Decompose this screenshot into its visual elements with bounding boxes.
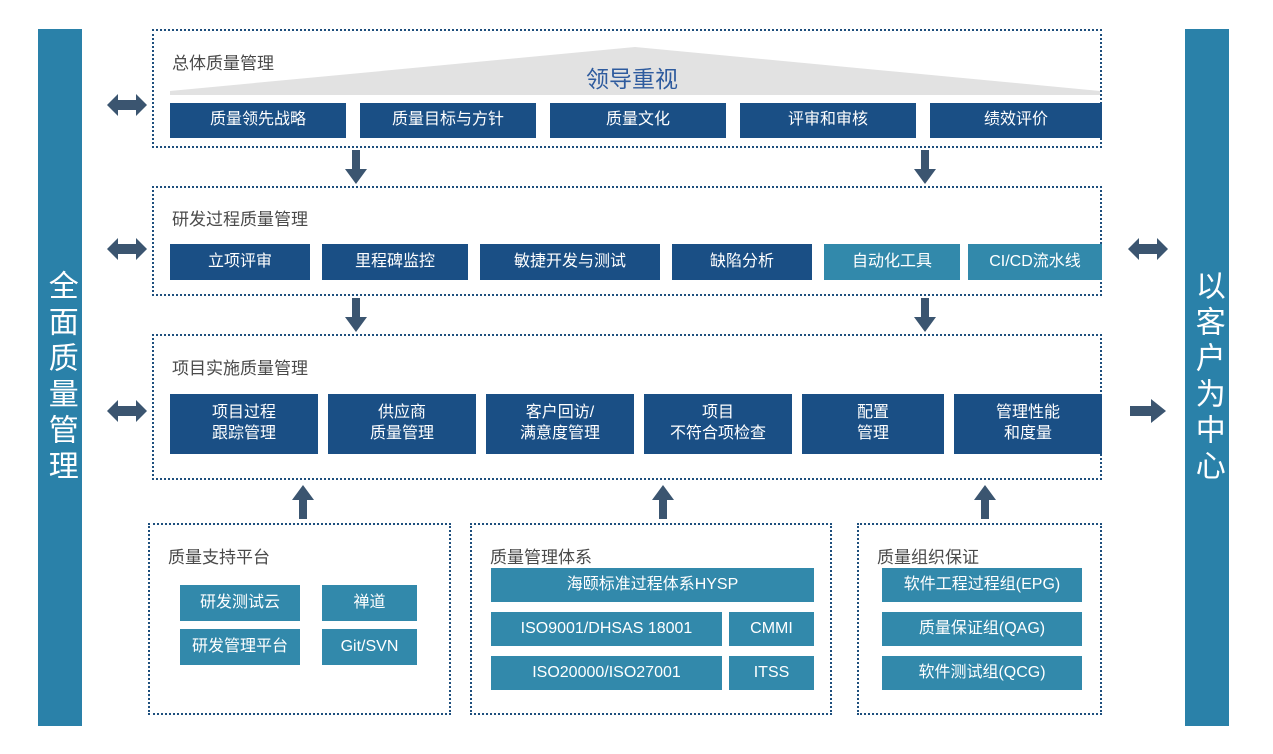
- section-title-overall: 总体质量管理: [172, 54, 274, 73]
- arrow-up-support-to-project: [292, 485, 314, 519]
- chip-org-1[interactable]: 质量保证组(QAG): [882, 612, 1082, 646]
- bottom-title-support: 质量支持平台: [168, 548, 270, 567]
- arrow-right-double-rnd: [1128, 236, 1168, 262]
- chip-system-0[interactable]: 海颐标准过程体系HYSP: [491, 568, 814, 602]
- chip-project-0[interactable]: 项目过程 跟踪管理: [170, 394, 318, 454]
- arrow-right-single-project: [1130, 398, 1166, 424]
- arrow-down-overall-to-rnd-2: [914, 150, 936, 184]
- left-banner-label: 全面质量管理: [43, 269, 77, 486]
- chip-overall-1[interactable]: 质量目标与方针: [360, 103, 536, 138]
- chip-system-3[interactable]: ISO20000/ISO27001: [491, 656, 722, 690]
- right-vertical-banner: 以客户为中心: [1185, 29, 1229, 726]
- chip-rnd-4[interactable]: 自动化工具: [824, 244, 960, 280]
- arrow-up-system-to-project: [652, 485, 674, 519]
- chip-org-0[interactable]: 软件工程过程组(EPG): [882, 568, 1082, 602]
- chip-project-1[interactable]: 供应商 质量管理: [328, 394, 476, 454]
- chip-rnd-0[interactable]: 立项评审: [170, 244, 310, 280]
- section-title-project: 项目实施质量管理: [172, 359, 308, 378]
- chip-overall-2[interactable]: 质量文化: [550, 103, 726, 138]
- chip-project-5[interactable]: 管理性能 和度量: [954, 394, 1102, 454]
- chip-project-3[interactable]: 项目 不符合项检查: [644, 394, 792, 454]
- bottom-title-system: 质量管理体系: [490, 548, 592, 567]
- chip-system-4[interactable]: ITSS: [729, 656, 814, 690]
- right-banner-label: 以客户为中心: [1190, 269, 1224, 486]
- arrow-down-rnd-to-project-1: [345, 298, 367, 332]
- chip-rnd-5[interactable]: CI/CD流水线: [968, 244, 1102, 280]
- arrow-left-double-project: [107, 398, 147, 424]
- arrow-up-org-to-project: [974, 485, 996, 519]
- arrow-left-double-rnd: [107, 236, 147, 262]
- chip-overall-3[interactable]: 评审和审核: [740, 103, 916, 138]
- chip-support-1[interactable]: 禅道: [322, 585, 417, 621]
- leadership-label: 领导重视: [586, 66, 678, 92]
- arrow-down-rnd-to-project-2: [914, 298, 936, 332]
- chip-rnd-1[interactable]: 里程碑监控: [322, 244, 468, 280]
- chip-overall-0[interactable]: 质量领先战略: [170, 103, 346, 138]
- chip-system-1[interactable]: ISO9001/DHSAS 18001: [491, 612, 722, 646]
- chip-system-2[interactable]: CMMI: [729, 612, 814, 646]
- chip-project-4[interactable]: 配置 管理: [802, 394, 944, 454]
- chip-rnd-3[interactable]: 缺陷分析: [672, 244, 812, 280]
- chip-overall-4[interactable]: 绩效评价: [930, 103, 1102, 138]
- chip-org-2[interactable]: 软件测试组(QCG): [882, 656, 1082, 690]
- chip-rnd-2[interactable]: 敏捷开发与测试: [480, 244, 660, 280]
- left-vertical-banner: 全面质量管理: [38, 29, 82, 726]
- chip-support-0[interactable]: 研发测试云: [180, 585, 300, 621]
- section-title-rnd: 研发过程质量管理: [172, 210, 308, 229]
- chip-support-3[interactable]: Git/SVN: [322, 629, 417, 665]
- leadership-triangle-shape: [170, 47, 1100, 95]
- bottom-title-org: 质量组织保证: [877, 548, 979, 567]
- arrow-left-double-overall: [107, 92, 147, 118]
- chip-support-2[interactable]: 研发管理平台: [180, 629, 300, 665]
- arrow-down-overall-to-rnd-1: [345, 150, 367, 184]
- chip-project-2[interactable]: 客户回访/ 满意度管理: [486, 394, 634, 454]
